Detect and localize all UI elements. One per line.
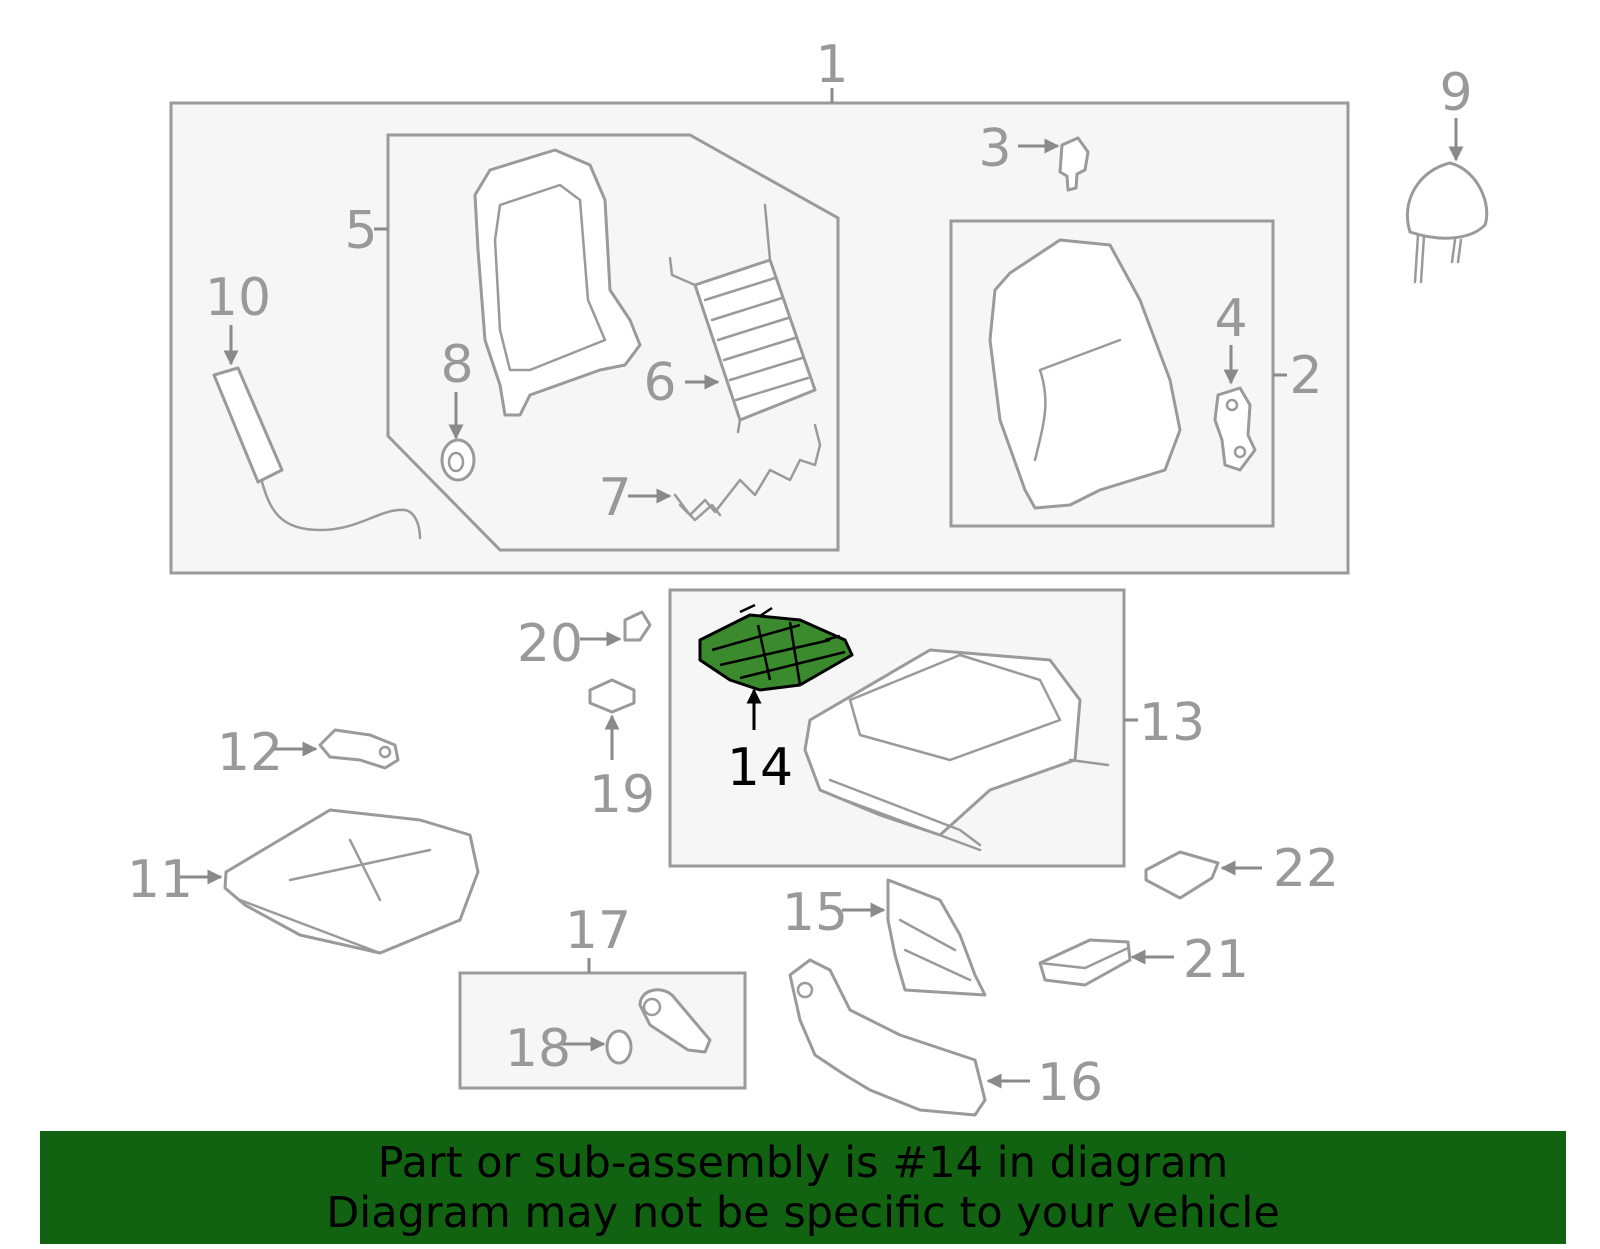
callout-16: 16 bbox=[1037, 1053, 1103, 1113]
part-12-bracket bbox=[272, 728, 400, 770]
part-2-seatback-cover bbox=[988, 238, 1182, 510]
callout-22: 22 bbox=[1273, 839, 1339, 899]
part-11-cushion-cover bbox=[180, 808, 480, 955]
callout-6: 6 bbox=[643, 353, 676, 413]
callout-14: 14 bbox=[727, 738, 793, 798]
callout-4: 4 bbox=[1214, 289, 1247, 349]
part-19-bracket bbox=[588, 678, 636, 760]
part-17-handle bbox=[638, 988, 712, 1054]
callout-10: 10 bbox=[205, 268, 271, 328]
part-9-headrest bbox=[1405, 118, 1489, 284]
part-14-track-mechanism-highlighted bbox=[698, 603, 854, 730]
part-18-ring bbox=[558, 1029, 633, 1065]
banner-line-disclaimer: Diagram may not be specific to your vehi… bbox=[326, 1187, 1280, 1238]
part-4-bracket bbox=[1213, 345, 1257, 472]
part-20-clip bbox=[580, 610, 652, 647]
callout-11: 11 bbox=[127, 850, 193, 910]
callout-5: 5 bbox=[344, 201, 377, 261]
part-22-module bbox=[1144, 850, 1262, 900]
callout-12: 12 bbox=[217, 723, 283, 783]
part-3-clip bbox=[1018, 136, 1090, 192]
handle-kit-box bbox=[458, 958, 747, 1090]
part-6-lumbar-support bbox=[668, 203, 817, 434]
callout-20: 20 bbox=[517, 614, 583, 674]
part-21-module bbox=[1038, 938, 1174, 987]
part-16-side-shield bbox=[788, 958, 1030, 1117]
callout-labels: 1 2 3 4 5 6 7 8 9 10 11 12 13 14 15 16 1… bbox=[127, 35, 1473, 1113]
part-10-airbag bbox=[212, 325, 422, 540]
callout-17: 17 bbox=[565, 901, 631, 961]
callout-1: 1 bbox=[815, 35, 848, 95]
part-7-spring-wire bbox=[628, 423, 822, 522]
callout-18: 18 bbox=[505, 1019, 571, 1079]
callout-8: 8 bbox=[440, 335, 473, 395]
callout-7: 7 bbox=[598, 468, 631, 528]
callout-9: 9 bbox=[1439, 63, 1472, 123]
callout-13: 13 bbox=[1139, 693, 1205, 753]
callout-15: 15 bbox=[782, 883, 848, 943]
callout-2: 2 bbox=[1289, 346, 1322, 406]
part-8-grommet bbox=[440, 392, 476, 482]
part-info-banner: Part or sub-assembly is #14 in diagram D… bbox=[40, 1131, 1566, 1244]
banner-line-part-number: Part or sub-assembly is #14 in diagram bbox=[377, 1137, 1229, 1188]
callout-21: 21 bbox=[1183, 930, 1249, 990]
callout-3: 3 bbox=[978, 119, 1011, 179]
part-13-seat-frame bbox=[803, 648, 1110, 852]
callout-19: 19 bbox=[589, 765, 655, 825]
part-15-side-bracket bbox=[842, 878, 987, 997]
part-5-seatback-frame bbox=[473, 148, 642, 417]
